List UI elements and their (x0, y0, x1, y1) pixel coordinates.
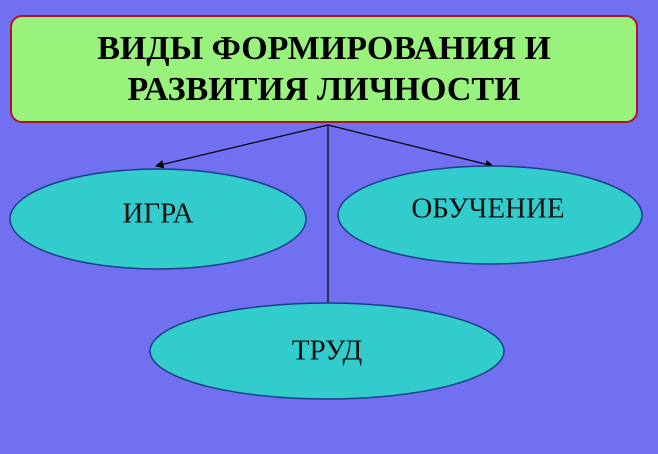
node-labor-ellipse (149, 302, 505, 400)
node-play-label: ИГРА (122, 197, 194, 230)
title-line-2: РАЗВИТИЯ ЛИЧНОСТИ (127, 71, 521, 108)
node-learning-label: ОБУЧЕНИЕ (411, 192, 565, 225)
node-learning-ellipse (337, 165, 643, 265)
page-title: ВИДЫ ФОРМИРОВАНИЯ И РАЗВИТИЯ ЛИЧНОСТИ (97, 28, 551, 110)
title-box: ВИДЫ ФОРМИРОВАНИЯ И РАЗВИТИЯ ЛИЧНОСТИ (10, 15, 638, 123)
node-play-ellipse (9, 168, 307, 270)
arrow-to-learning (327, 124, 494, 169)
title-line-1: ВИДЫ ФОРМИРОВАНИЯ И (97, 30, 551, 67)
node-labor-label: ТРУД (291, 334, 363, 367)
arrow-to-play (155, 124, 329, 169)
